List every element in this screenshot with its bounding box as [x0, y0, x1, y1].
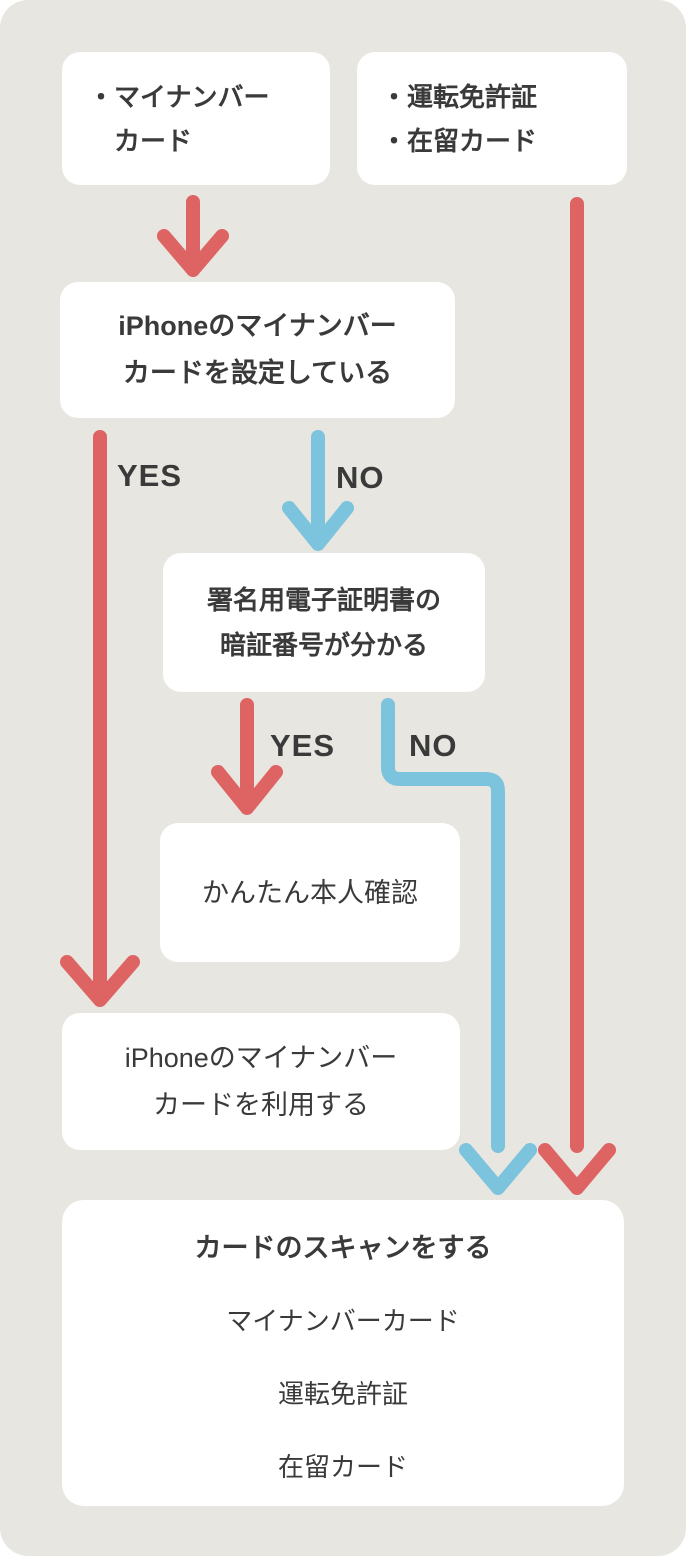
arrow-setup-no-head-icon — [282, 501, 354, 551]
node-iphone-setup-decision: iPhoneのマイナンバー カードを設定している — [60, 282, 455, 418]
node-cert-pin-line2: 暗証番号が分かる — [219, 629, 428, 660]
arrow-mynumber-to-setup-head-icon — [157, 229, 229, 277]
node-license-line1: ・運転免許証 — [381, 81, 538, 112]
label-setup-yes: YES — [117, 458, 183, 493]
node-iphone-setup-line1: iPhoneのマイナンバー — [118, 311, 397, 341]
card-scan-item-mynumber: マイナンバーカード — [226, 1306, 460, 1336]
node-mynumber-card: ・マイナンバー カード — [62, 52, 330, 185]
node-easy-identity-verification: かんたん本人確認 — [160, 823, 460, 962]
arrow-setup-yes-head-icon — [60, 955, 140, 1007]
label-setup-no: NO — [336, 460, 385, 495]
node-cert-pin-decision: 署名用電子証明書の 暗証番号が分かる — [163, 553, 485, 692]
card-scan-item-residence: 在留カード — [277, 1452, 408, 1482]
arrow-license-to-scan-head-icon — [538, 1143, 616, 1195]
label-pin-no: NO — [409, 728, 458, 763]
arrow-pin-yes-head-icon — [211, 765, 283, 815]
node-cert-pin-line1: 署名用電子証明書の — [206, 584, 441, 615]
node-license-residence-cards: ・運転免許証 ・在留カード — [357, 52, 627, 185]
arrow-pin-no-head-icon — [459, 1143, 537, 1195]
node-mynumber-card-line1: ・マイナンバー — [88, 81, 270, 112]
node-iphone-use-line2: カードを利用する — [153, 1089, 369, 1120]
card-scan-item-license: 運転免許証 — [277, 1379, 408, 1409]
node-mynumber-card-line2: カード — [88, 125, 193, 156]
node-easy-kyc-line1: かんたん本人確認 — [202, 877, 418, 908]
node-use-iphone-mynumber-card: iPhoneのマイナンバー カードを利用する — [62, 1013, 460, 1150]
card-scan-title: カードのスキャンをする — [194, 1233, 492, 1263]
node-iphone-setup-line2: カードを設定している — [122, 358, 393, 388]
node-iphone-use-line1: iPhoneのマイナンバー — [124, 1042, 398, 1073]
node-license-line2: ・在留カード — [381, 125, 538, 156]
node-card-scan: カードのスキャンをする マイナンバーカード 運転免許証 在留カード — [62, 1200, 624, 1506]
label-pin-yes: YES — [270, 728, 336, 763]
